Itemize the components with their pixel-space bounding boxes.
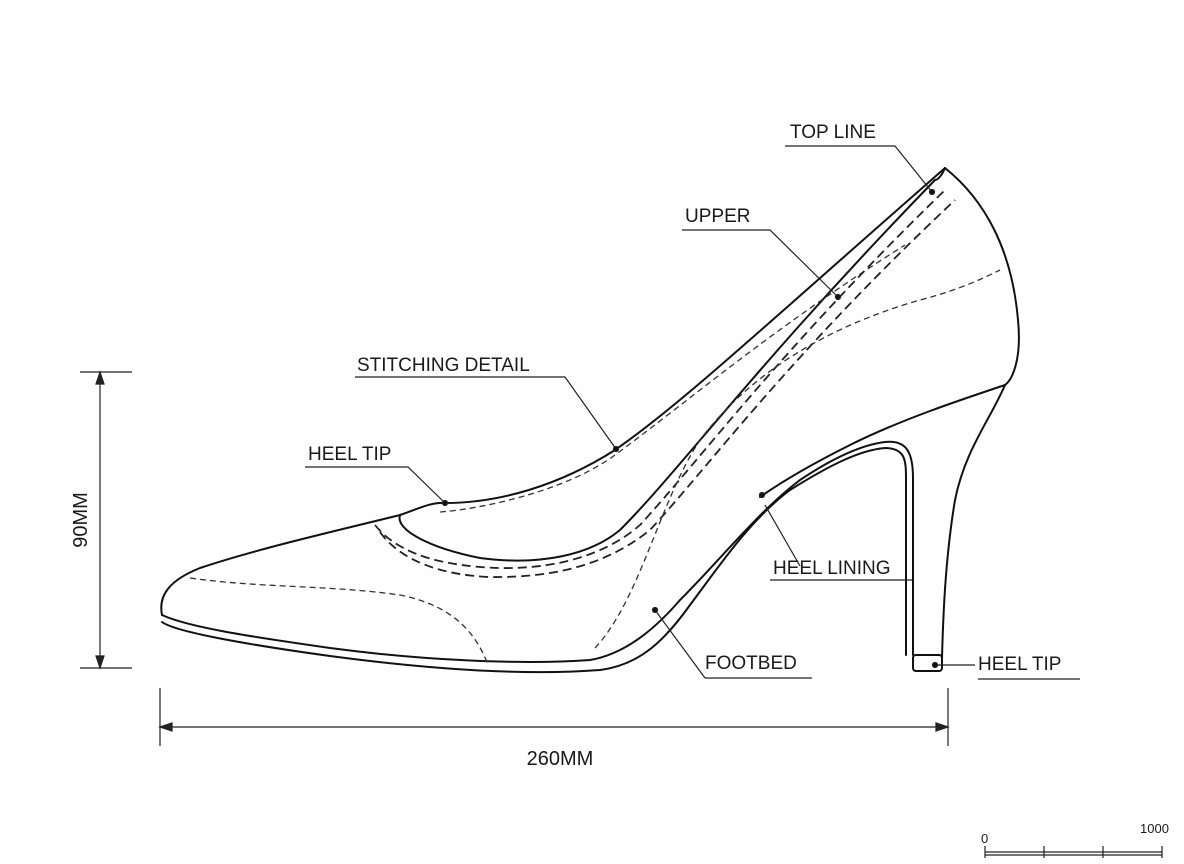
- label-heel-lining: HEEL LINING: [773, 558, 891, 579]
- length-dimension: [158, 688, 950, 746]
- callouts: [305, 145, 1080, 680]
- label-top-line: TOP LINE: [790, 122, 876, 143]
- height-label: 90MM: [70, 492, 92, 548]
- stitching-lines: [189, 189, 1001, 666]
- scale-end: 1000: [1140, 821, 1169, 836]
- scale-bar: [984, 846, 1163, 858]
- label-upper: UPPER: [685, 206, 750, 227]
- length-label: 260MM: [527, 748, 594, 770]
- height-dimension: [80, 370, 132, 670]
- label-footbed: FOOTBED: [705, 653, 797, 674]
- label-heel-tip: HEEL TIP: [978, 654, 1061, 675]
- label-stitching-detail: STITCHING DETAIL: [357, 355, 530, 376]
- scale-start: 0: [981, 831, 988, 846]
- label-heel-tip-collar: HEEL TIP: [308, 444, 391, 465]
